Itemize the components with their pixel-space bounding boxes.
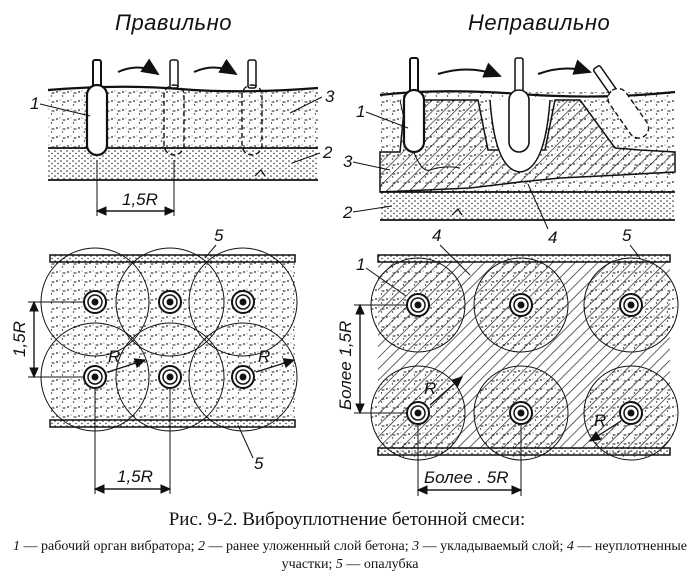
- legend-num-2: 2: [198, 539, 206, 554]
- legend-text-4: — неуплотненные участки;: [281, 539, 687, 572]
- legend-num-1: 1: [12, 539, 20, 554]
- legend-num-4: 4: [566, 539, 574, 554]
- legend-text-1: — рабочий орган вибратора;: [19, 539, 199, 554]
- label-2-r: 2: [342, 203, 353, 222]
- dim-more-vertical: Более 1,5R: [336, 321, 355, 410]
- label-3-r: 3: [343, 152, 353, 171]
- vibrator-1: [85, 59, 109, 157]
- figure-caption-title: Рис. 9-2. Виброуплотнение бетонной смеси…: [168, 509, 526, 530]
- legend-text-2: — ранее уложенный слой бетона;: [205, 539, 413, 554]
- label-2: 2: [322, 143, 333, 162]
- dim-more-horizontal: Более . 5R: [424, 468, 509, 487]
- header-incorrect: Неправильно: [468, 10, 610, 35]
- label-5-plan: 5: [622, 226, 632, 245]
- label-R-3: R: [424, 379, 436, 398]
- label-3: 3: [325, 87, 335, 106]
- label-1: 1: [30, 94, 39, 113]
- label-1-r: 1: [356, 102, 365, 121]
- vibrator-3: [241, 59, 263, 156]
- section-incorrect: 1 3 2 4: [342, 57, 676, 247]
- plan-incorrect: R R 1 4 5 Более 1,5R Более . 5R: [336, 226, 679, 496]
- vibrator-tilted: [592, 65, 650, 139]
- label-R-4: R: [594, 411, 606, 430]
- header-correct: Правильно: [115, 10, 232, 35]
- legend-text-3: — укладываемый слой;: [419, 539, 567, 554]
- label-5-top: 5: [214, 226, 224, 245]
- label-4-r: 4: [548, 228, 557, 247]
- legend-num-5: 5: [335, 557, 343, 572]
- label-R-2: R: [258, 347, 270, 366]
- figure-caption-legend: 1 — рабочий орган вибратора; 2 — ранее у…: [12, 538, 688, 574]
- dim-spacing-top: 1,5R: [122, 190, 158, 209]
- dim-spacing-vertical: 1,5R: [10, 321, 29, 357]
- label-4-plan: 4: [432, 226, 441, 245]
- label-1-plan: 1: [356, 255, 365, 274]
- label-5-bottom: 5: [254, 454, 264, 473]
- section-correct: 1,5R 1 3 2: [30, 58, 335, 216]
- legend-num-3: 3: [412, 539, 420, 554]
- vibrator-2: [163, 59, 185, 156]
- plan-correct: R R 1,5R 1,5R 5 5: [10, 226, 298, 494]
- dim-spacing-bottom: 1,5R: [117, 467, 153, 486]
- legend-text-5: — опалубка: [342, 557, 419, 572]
- label-R-1: R: [108, 347, 120, 366]
